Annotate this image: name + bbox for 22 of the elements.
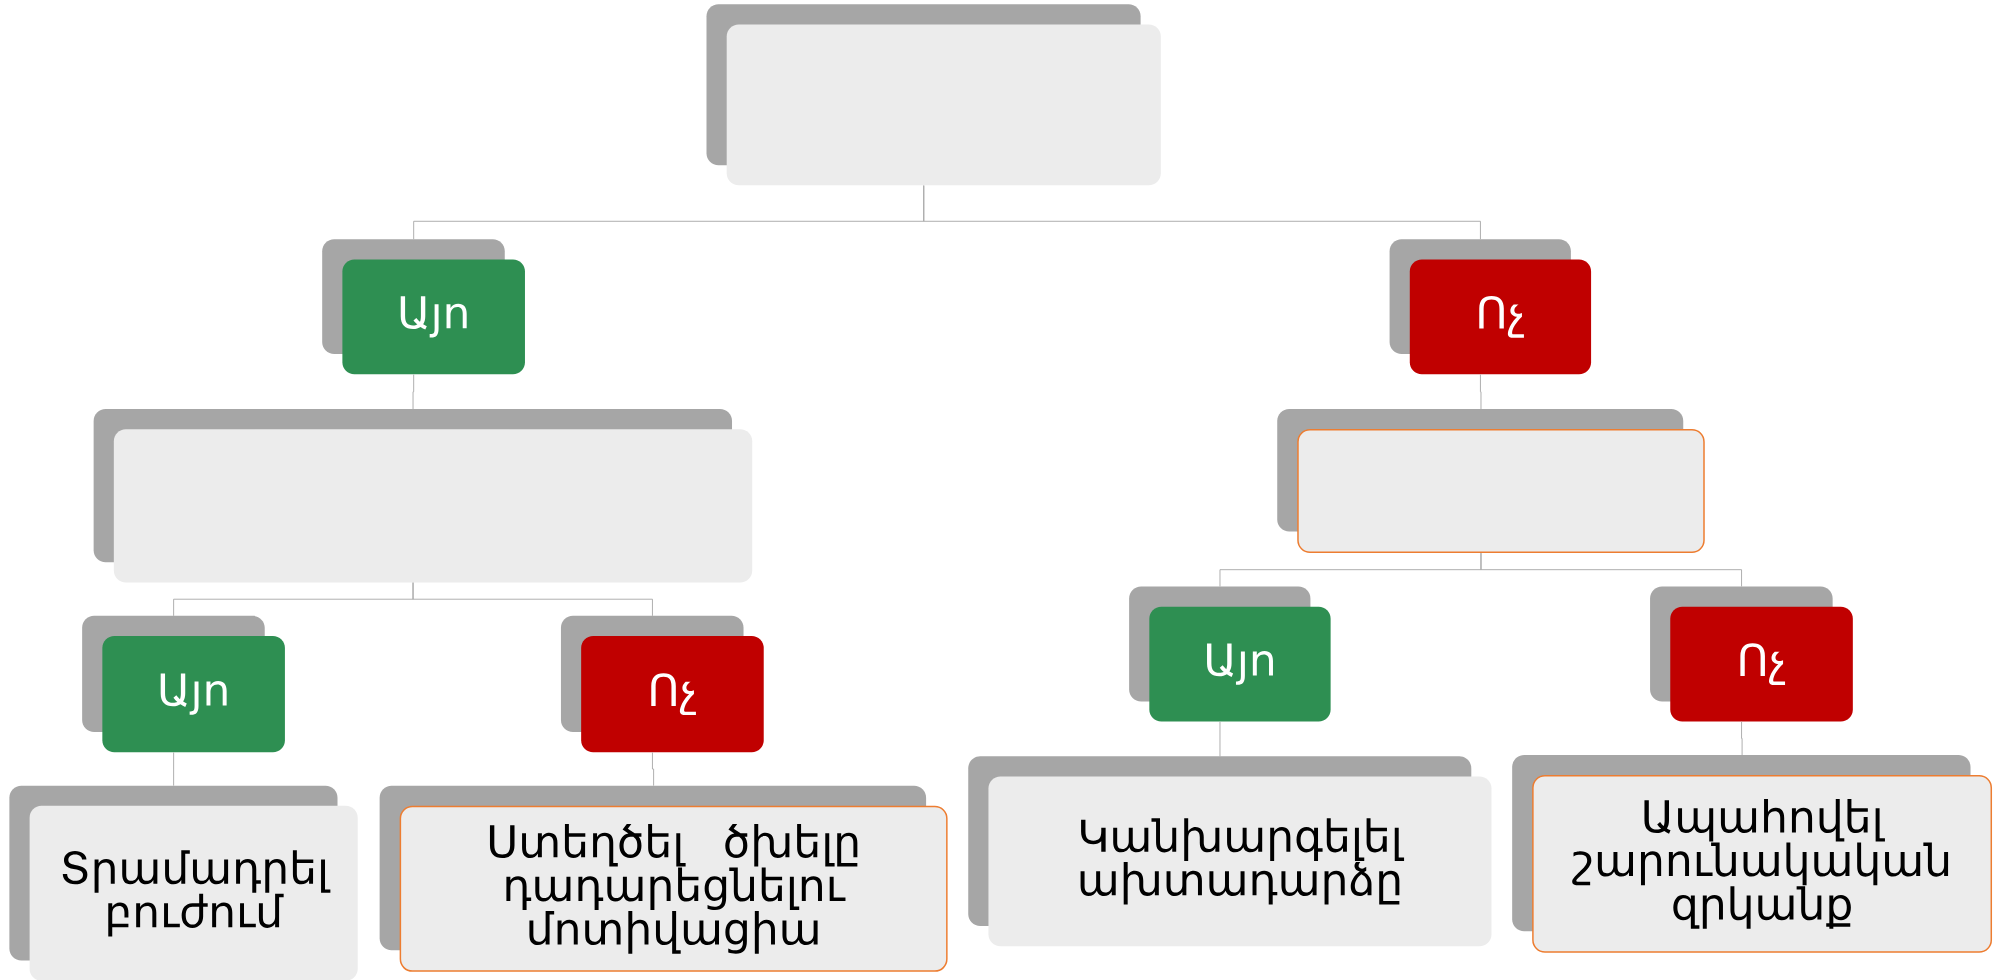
action-box: Ապահովել շարունակական զրկանք	[1512, 755, 1993, 953]
connector-line	[1480, 374, 1482, 410]
action-box: Կանխարգելել ախտադարձը	[968, 756, 1492, 947]
answer-box: Ոչ	[560, 615, 764, 753]
connector-line	[173, 752, 175, 787]
connector-line	[412, 582, 653, 617]
answer-box: Այո	[322, 239, 525, 375]
connector-line	[412, 374, 415, 410]
answer-box: Այո	[1129, 586, 1331, 722]
connector-line	[1219, 721, 1221, 757]
answer-box: Ոչ	[1650, 586, 1853, 722]
action-box: Տրամադրել բուժում	[9, 785, 358, 980]
answer-box: Այո	[82, 615, 285, 753]
blank-box	[706, 4, 1161, 186]
connector-line	[1741, 721, 1743, 756]
connector-line	[652, 752, 655, 787]
blank-box	[1277, 409, 1705, 554]
action-box: Ստեղծել ծխելը դադարեցնելու մոտիվացիա	[379, 785, 948, 972]
connector-line	[1480, 552, 1742, 587]
connector-line	[923, 185, 1481, 240]
answer-box: Ոչ	[1389, 239, 1592, 375]
blank-box	[93, 409, 753, 583]
